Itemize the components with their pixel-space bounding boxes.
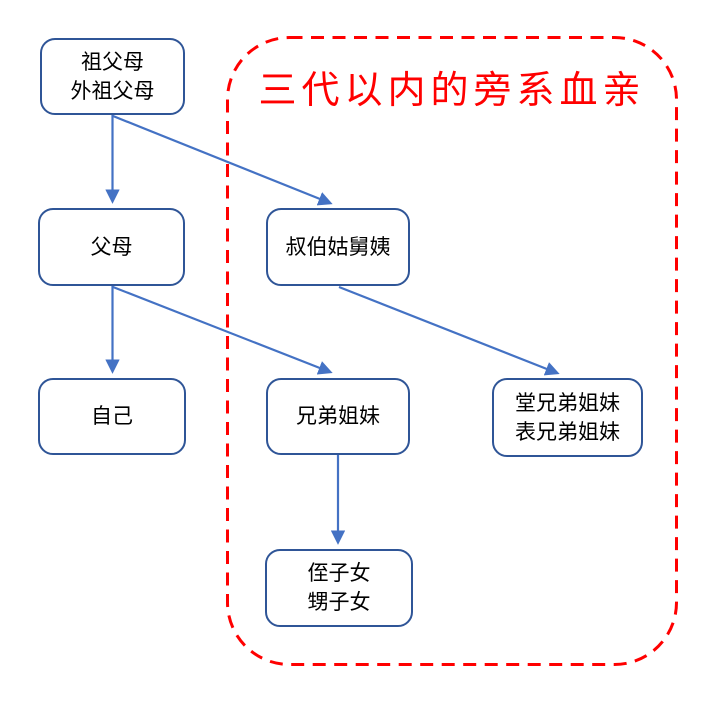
node-cousins-label-line2: 表兄弟姐妹	[515, 420, 620, 444]
node-self-label: 自己	[91, 405, 133, 428]
node-parents: 父母	[38, 208, 185, 286]
node-grandparents: 祖父母 外祖父母	[40, 38, 185, 115]
edge-uncles-aunts-cousins	[338, 285, 560, 376]
edge-grandparents-uncles-aunts	[112, 114, 333, 206]
node-cousins-label-line1: 堂兄弟姐妹	[515, 391, 620, 415]
node-cousins: 堂兄弟姐妹 表兄弟姐妹	[492, 378, 643, 457]
node-nephews-nieces: 侄子女 甥子女	[265, 549, 413, 627]
edge-parents-siblings	[112, 285, 333, 375]
node-uncles-aunts: 叔伯姑舅姨	[266, 208, 410, 286]
node-siblings-label: 兄弟姐妹	[296, 405, 380, 428]
diagram-title: 三代以内的旁系血亲	[258, 69, 646, 112]
node-grandparents-label-line2: 外祖父母	[70, 79, 155, 103]
node-nephews-nieces-label-line1: 侄子女	[307, 562, 371, 585]
node-self: 自己	[38, 378, 186, 455]
node-uncles-aunts-label: 叔伯姑舅姨	[285, 235, 391, 259]
node-siblings: 兄弟姐妹	[266, 378, 410, 455]
node-grandparents-label-line1: 祖父母	[81, 50, 144, 74]
collateral-relatives-boundary	[226, 36, 678, 666]
node-nephews-nieces-label-line2: 甥子女	[307, 591, 371, 614]
node-parents-label: 父母	[90, 235, 133, 259]
